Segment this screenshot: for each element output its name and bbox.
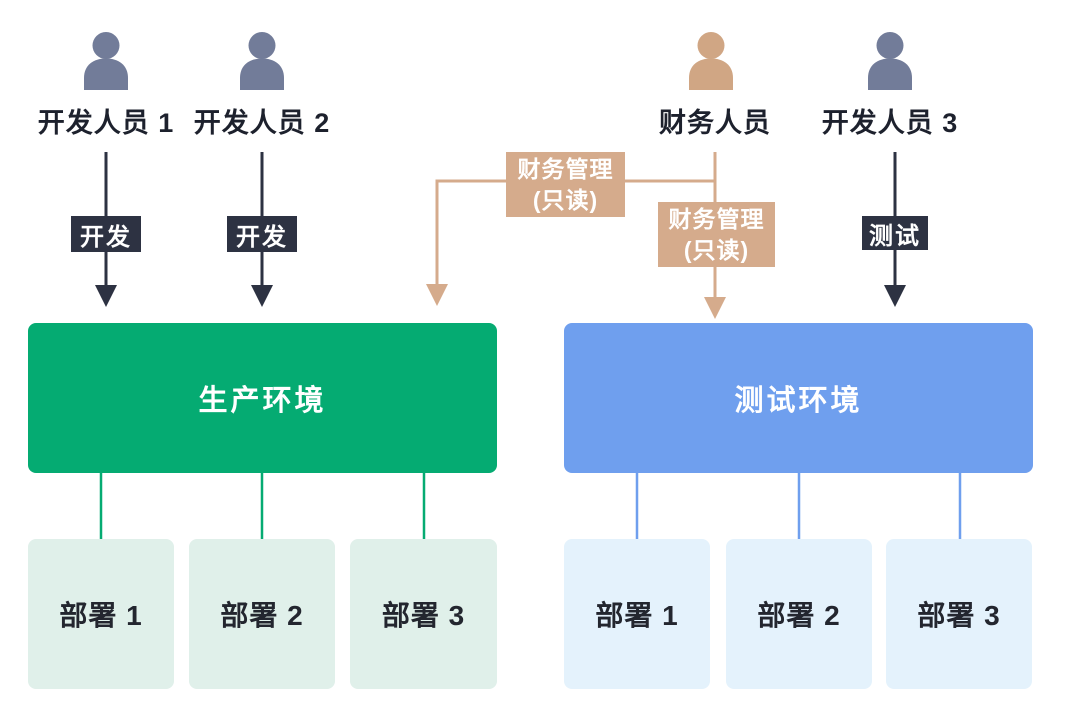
production-environment-title: 生产环境 (198, 385, 327, 417)
production-deployment-1: 部署 1 (28, 539, 174, 689)
finance-permission-line2: (只读) (683, 236, 750, 263)
test-environment-title: 测试环境 (734, 385, 863, 417)
test-deployment-3: 部署 3 (886, 539, 1032, 689)
production-deployment-2: 部署 2 (189, 539, 335, 689)
deployment-label: 部署 2 (220, 600, 304, 631)
arrowhead-developer1 (95, 285, 117, 307)
arrowhead-developer2 (251, 285, 273, 307)
deployment-label: 部署 1 (595, 600, 679, 631)
deployment-label: 部署 3 (917, 600, 1001, 631)
deployment-label: 部署 3 (381, 600, 466, 631)
develop-badge-1: 开发 (71, 216, 141, 252)
production-deployment-3: 部署 3 (350, 539, 497, 689)
developer2-label: 开发人员 2 (193, 108, 331, 138)
deployment-label: 部署 2 (757, 600, 841, 631)
developer2-person-icon (240, 32, 284, 90)
developer3-person-icon (868, 32, 912, 90)
arrowhead-finance-production (426, 284, 448, 306)
developer3-label: 开发人员 3 (821, 108, 959, 138)
finance-permission-line1: 财务管理 (668, 205, 765, 232)
finance-permission-line2: (只读) (532, 186, 599, 213)
finance-person-icon (689, 32, 733, 90)
finance-permission-label-test: 财务管理 (只读) (658, 202, 775, 267)
develop-badge-2: 开发 (227, 216, 297, 252)
arrowhead-developer3 (884, 285, 906, 307)
developer1-label: 开发人员 1 (37, 108, 175, 138)
test-badge: 测试 (862, 216, 928, 250)
arrowhead-finance-test (704, 297, 726, 319)
deployment-label: 部署 1 (59, 600, 143, 631)
test-deployment-1: 部署 1 (564, 539, 710, 689)
finance-permission-line1: 财务管理 (517, 155, 614, 182)
developer1-person-icon (84, 32, 128, 90)
finance-label: 财务人员 (659, 108, 771, 138)
finance-permission-label-production: 财务管理 (只读) (506, 152, 625, 217)
test-deployment-2: 部署 2 (726, 539, 872, 689)
production-environment-box: 生产环境 (28, 323, 497, 473)
test-environment-box: 测试环境 (564, 323, 1033, 473)
